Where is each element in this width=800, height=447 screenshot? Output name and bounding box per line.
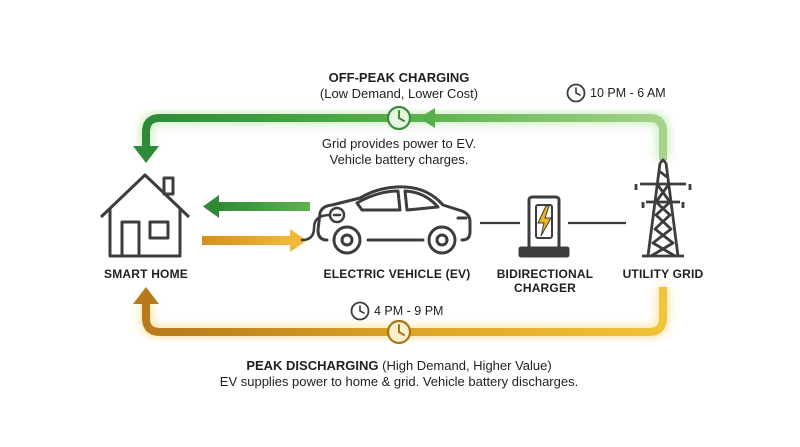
off-peak-subtitle: (Low Demand, Lower Cost): [319, 86, 479, 101]
peak-title: PEAK DISCHARGING: [246, 358, 379, 373]
charging-plug-icon: [300, 206, 346, 242]
house-icon: [99, 173, 191, 258]
ev-to-home-arrow: [203, 195, 310, 218]
charger-label-line2: CHARGER: [513, 281, 577, 295]
peak-heading: PEAK DISCHARGING (High Demand, Higher Va…: [246, 358, 551, 374]
peak-time: 4 PM - 9 PM: [374, 304, 444, 318]
utility-grid-label: UTILITY GRID: [622, 267, 704, 281]
smart-home-label: SMART HOME: [104, 267, 188, 281]
lightning-icon: [537, 205, 552, 237]
power-tower-icon: [634, 158, 692, 258]
ev-label: ELECTRIC VEHICLE (EV): [323, 267, 471, 281]
clock-icon: [386, 105, 412, 131]
clock-icon: [386, 319, 412, 345]
clock-icon: [566, 83, 586, 103]
off-peak-description-line2: Vehicle battery charges.: [329, 152, 469, 167]
peak-description: EV supplies power to home & grid. Vehicl…: [219, 374, 579, 389]
charger-label-line1: BIDIRECTIONAL: [496, 267, 594, 281]
off-peak-time: 10 PM - 6 AM: [590, 86, 666, 100]
peak-subtitle: (High Demand, Higher Value): [382, 358, 552, 373]
off-peak-title: OFF-PEAK CHARGING: [328, 70, 470, 85]
home-to-ev-arrow: [202, 229, 307, 252]
clock-icon: [350, 301, 370, 321]
off-peak-description-line1: Grid provides power to EV.: [321, 136, 477, 151]
